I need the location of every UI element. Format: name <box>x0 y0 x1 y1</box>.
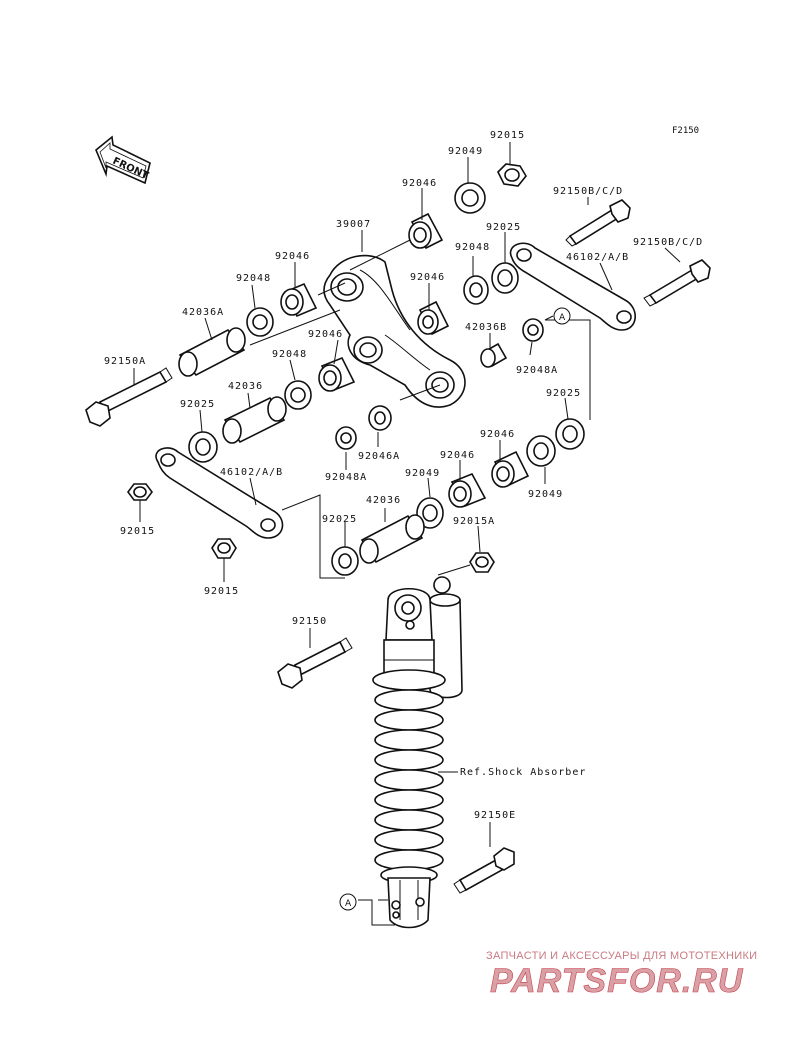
label-46102-left: 46102/A/B <box>220 467 283 478</box>
sleeve-42036a <box>178 327 246 377</box>
label-42036-upper: 42036 <box>228 381 263 392</box>
bolt-92150bcd-1 <box>565 199 631 247</box>
label-46102-right: 46102/A/B <box>566 252 629 263</box>
label-92046-left: 92046 <box>275 251 310 262</box>
label-92015-top: 92015 <box>490 130 525 141</box>
seal-92048a-left <box>335 426 357 450</box>
tie-rod-46102-right <box>509 242 636 331</box>
watermark-logo-text: PARTSFOR.RU <box>490 962 744 1000</box>
bearing-92046-mid2 <box>318 356 356 392</box>
collar-92025-right <box>555 418 585 450</box>
svg-text:A: A <box>559 313 566 323</box>
label-92025-top: 92025 <box>486 222 521 233</box>
label-92048-left: 92048 <box>236 273 271 284</box>
bolt-92150bcd-2 <box>643 259 711 307</box>
label-92048-top: 92048 <box>455 242 490 253</box>
seal-92049-low <box>416 497 444 529</box>
figure-code: F2150 <box>672 126 699 136</box>
front-arrow-icon: FRONT <box>95 135 151 185</box>
label-92150e: 92150E <box>474 810 516 821</box>
bolt-92150e <box>453 847 515 894</box>
seal-92048-mid <box>284 380 312 410</box>
sleeve-42036b <box>480 342 508 368</box>
tie-rod-46102-left <box>155 447 284 539</box>
leader-lines <box>133 142 681 926</box>
bearing-92046-mid <box>417 300 450 336</box>
label-92015-left: 92015 <box>120 526 155 537</box>
label-42036b: 42036B <box>465 322 507 333</box>
label-42036a: 42036A <box>182 307 224 318</box>
label-92048a-right: 92048A <box>516 365 558 376</box>
label-92025-left: 92025 <box>180 399 215 410</box>
label-92046a: 92046A <box>358 451 400 462</box>
seal-92049-right <box>526 435 556 467</box>
watermark-tagline: ЗАПЧАСТИ И АКСЕССУАРЫ ДЛЯ МОТОТЕХНИКИ <box>486 950 758 962</box>
bolt-92150 <box>277 637 353 689</box>
label-92046-low2: 92046 <box>440 450 475 461</box>
label-92046-mid2: 92046 <box>308 329 343 340</box>
label-92049-low: 92049 <box>405 468 440 479</box>
nut-92015-bottom <box>211 538 237 559</box>
rocker-arm-39007 <box>323 254 466 408</box>
sleeve-42036-lower <box>359 514 425 564</box>
seal-92048a-right <box>522 318 544 342</box>
seal-92048-left <box>246 307 274 337</box>
nut-92015-left <box>127 483 153 501</box>
sleeve-42036-upper <box>222 396 287 444</box>
bearing-92046-low <box>491 450 530 488</box>
label-ref-shock-absorber: Ref.Shock Absorber <box>460 767 586 778</box>
svg-text:A: A <box>345 899 352 909</box>
label-92046-mid: 92046 <box>410 272 445 283</box>
label-92048a-left: 92048A <box>325 472 367 483</box>
label-92025-right: 92025 <box>546 388 581 399</box>
bearing-92046-top <box>408 212 444 250</box>
collar-92025-low <box>331 546 359 576</box>
label-92150a: 92150A <box>104 356 146 367</box>
label-92015-bottom: 92015 <box>204 586 239 597</box>
collar-92025-left <box>188 431 218 463</box>
label-92049-top: 92049 <box>448 146 483 157</box>
label-92025-low: 92025 <box>322 514 357 525</box>
label-92015a: 92015A <box>453 516 495 527</box>
shock-absorber <box>372 576 463 929</box>
label-92049-right: 92049 <box>528 489 563 500</box>
collar-92025-upper <box>491 262 519 294</box>
label-92150bcd-1: 92150B/C/D <box>553 186 623 197</box>
watermark-logo: PARTSFOR.RU <box>490 962 744 1000</box>
label-92046-top: 92046 <box>402 178 437 189</box>
label-92150: 92150 <box>292 616 327 627</box>
seal-92049-top <box>454 182 486 214</box>
bearing-92046-low2 <box>448 472 487 508</box>
bearing-92046-left <box>280 282 318 318</box>
bearing-92046a <box>368 405 392 431</box>
label-92046-low: 92046 <box>480 429 515 440</box>
label-42036-lower: 42036 <box>366 495 401 506</box>
nut-92015a <box>469 552 495 573</box>
callout-a-bottom: A <box>339 893 357 911</box>
bolt-92150a <box>85 367 173 427</box>
label-92150bcd-2: 92150B/C/D <box>633 237 703 248</box>
label-39007: 39007 <box>336 219 371 230</box>
label-92048-mid: 92048 <box>272 349 307 360</box>
nut-92015-top <box>497 163 527 187</box>
callout-a-top: A <box>553 307 571 325</box>
seal-92048-upper <box>463 275 489 305</box>
